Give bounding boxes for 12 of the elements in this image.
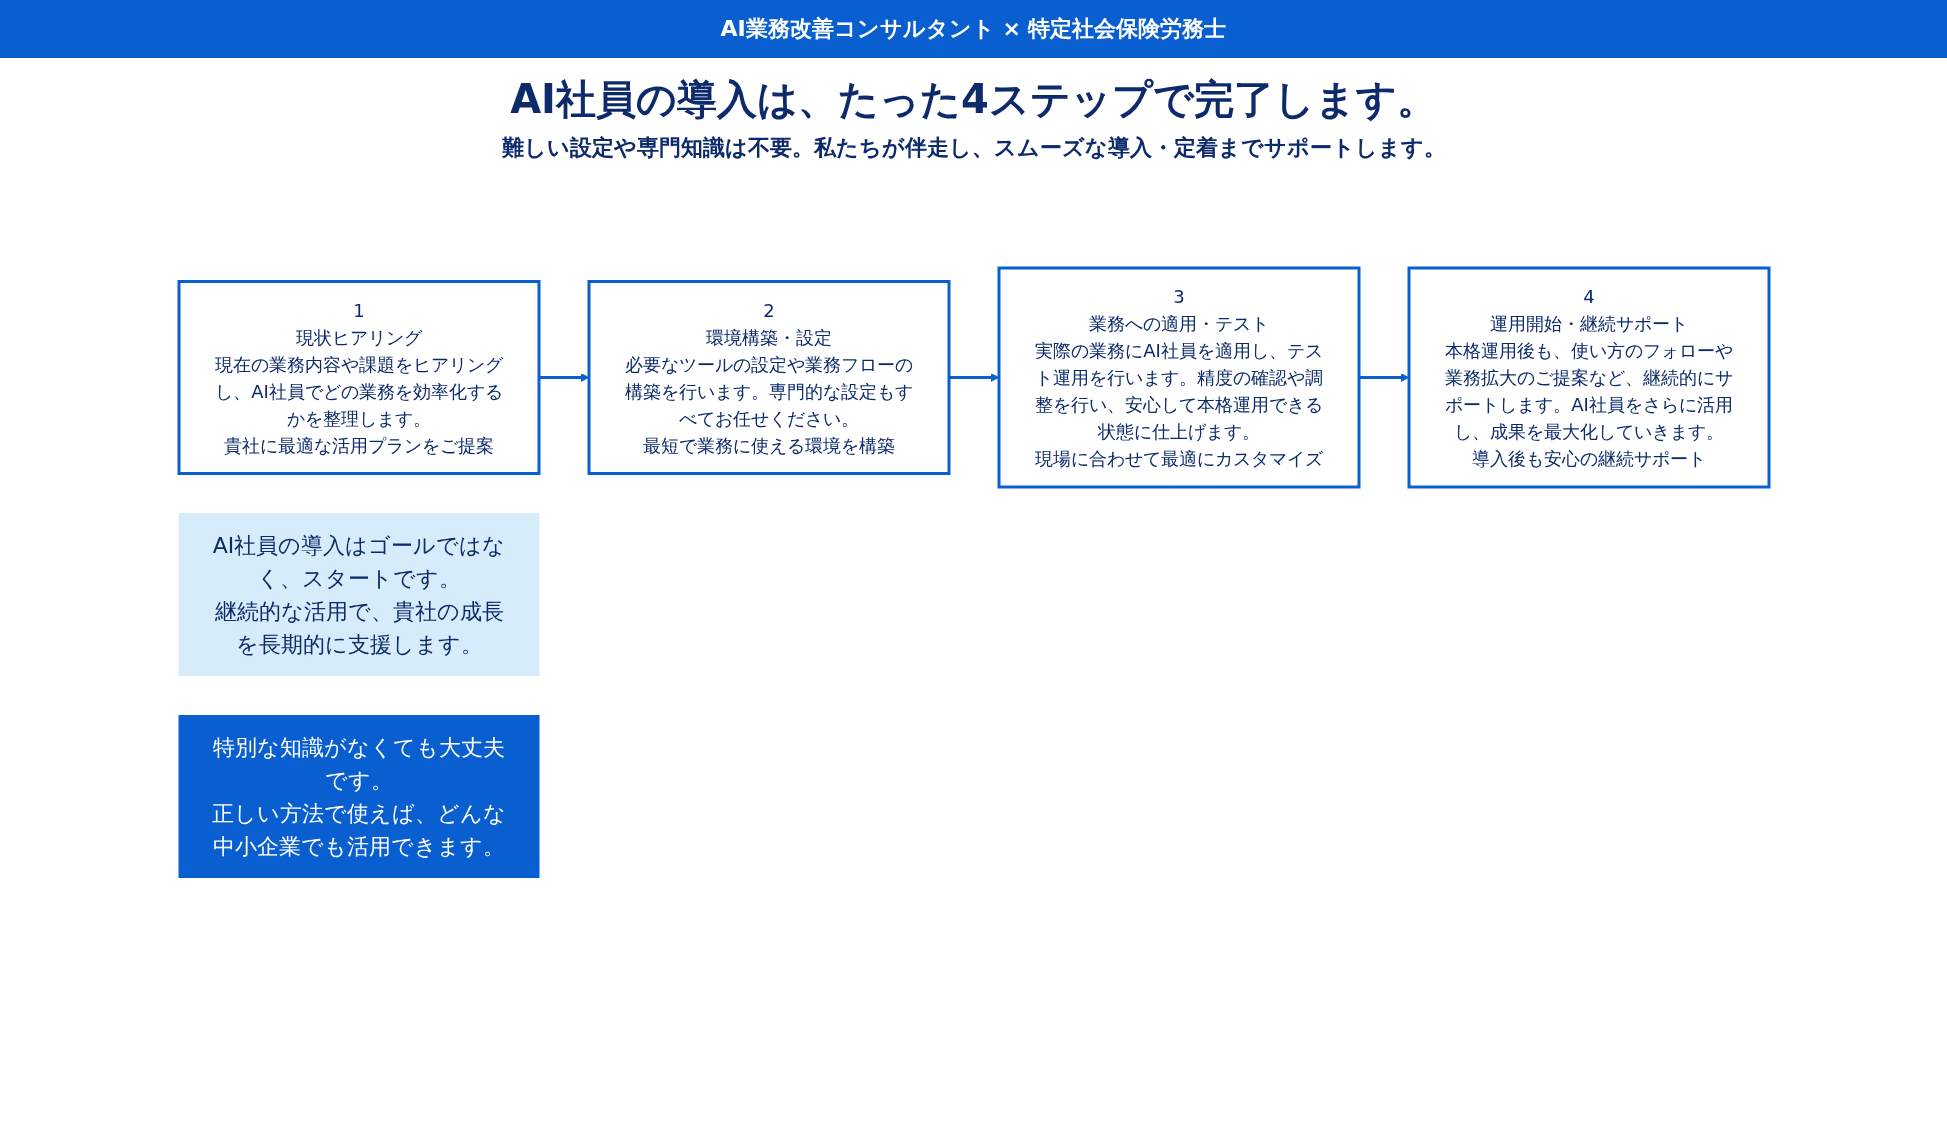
subtitle: AI業務改善コンサルタント × 特定社会保険労務士: [0, 0, 1947, 58]
node-box: 特別な知識がなくても大丈夫です。 正しい方法で使えば、どんな中小企業でも活用できます。: [178, 715, 539, 879]
arrow: [538, 373, 589, 383]
arrow: [948, 373, 999, 383]
node-box: 1 現状ヒアリング 現在の業務内容や課題をヒアリングし、AI社員でどの業務を効率化するかを整理します。 貴社に最適な活用プランをご提案: [177, 280, 540, 476]
node-box: 3 業務への適用・テスト 実際の業務にAI社員を適用し、テスト運用を行います。精度の確認や調整を行い、安心して本格運用できる状態に仕上げます。 現場に合わせて最適にカスタマイズ: [997, 266, 1360, 489]
node-box: AI社員の導入はゴールではなく、スタートです。 継続的な活用で、貴社の成長を長期的に支援します。: [178, 513, 539, 677]
node-box: 2 環境構築・設定 必要なツールの設定や業務フローの構築を行います。専門的な設定もすべてお任せください。 最短で業務に使える環境を構築: [587, 280, 950, 476]
node-box: 4 運用開始・継続サポート 本格運用後も、使い方のフォローや業務拡大のご提案など、継続的にサポートします。AI社員をさらに活用し、成果を最大化していきます。 導入後も安心の継続サポート: [1407, 266, 1770, 489]
title: AI社員の導入は、たった4ステップで完了します。: [509, 75, 1438, 124]
subheading: 難しい設定や専門知識は不要。私たちが伴走し、スムーズな導入・定着までサポートします。: [500, 134, 1447, 162]
arrow: [1358, 373, 1409, 383]
